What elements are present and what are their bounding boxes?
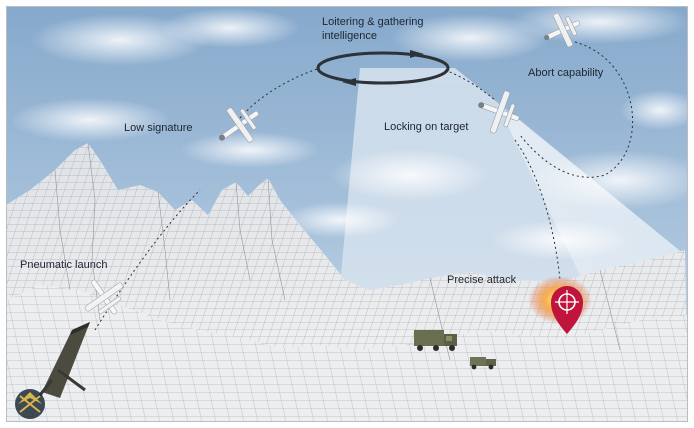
drone-locking	[478, 90, 520, 134]
label-loitering: Loitering & gathering	[322, 16, 424, 28]
terrain-mesh-front	[6, 285, 688, 422]
truck-small	[470, 357, 496, 370]
label-loitering-line2: intelligence	[322, 30, 378, 42]
label-pneumatic-launch: Pneumatic launch	[20, 259, 108, 271]
label-locking-on-target: Locking on target	[384, 121, 469, 133]
targeting-beam	[505, 120, 685, 300]
frame-border	[6, 6, 688, 422]
label-precise-attack: Precise attack	[447, 274, 517, 286]
loiter-orbit	[316, 50, 450, 86]
target-marker	[551, 286, 583, 334]
label-abort-capability: Abort capability	[528, 67, 604, 79]
forum-logo	[15, 389, 45, 419]
terrain-ridges	[54, 142, 621, 361]
label-low-signature: Low signature	[124, 122, 193, 134]
drone-launch	[84, 279, 124, 315]
flight-path	[94, 41, 634, 331]
drone-low-signature	[218, 107, 259, 143]
drone-abort	[544, 12, 581, 48]
truck-large	[414, 330, 457, 351]
